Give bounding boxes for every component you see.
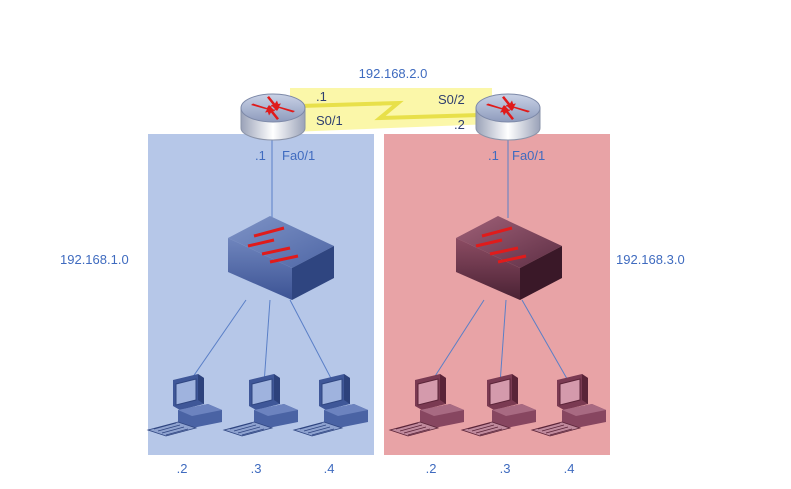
- switch-left-icon: [228, 216, 334, 300]
- lan-left-network-label: 192.168.1.0: [60, 252, 129, 267]
- lan-right-host1-label: .2: [426, 461, 437, 476]
- lan-right-host3-label: .4: [564, 461, 575, 476]
- wan-network-label: 192.168.2.0: [359, 66, 428, 81]
- lan-left-router-port-label: Fa0/1: [282, 148, 315, 163]
- lan-left-host3-label: .4: [324, 461, 335, 476]
- link-right-switch-host1: [429, 299, 485, 385]
- lan-right-network-label: 192.168.3.0: [616, 252, 685, 267]
- lan-left-router-ip-label: .1: [255, 148, 266, 163]
- lan-right-host2-label: .3: [500, 461, 511, 476]
- link-left-switch-host2: [263, 299, 271, 385]
- lan-right-router-ip-label: .1: [488, 148, 499, 163]
- lan-right-router-port-label: Fa0/1: [512, 148, 545, 163]
- router-left-icon: [240, 93, 306, 141]
- link-right-switch-host2: [499, 299, 507, 385]
- router-right-icon: [475, 93, 541, 141]
- switch-right-icon: [456, 216, 562, 300]
- wan-right-port-label: S0/2: [438, 92, 465, 107]
- link-left-switch-host3: [289, 299, 335, 385]
- lan-left-host2-label: .3: [251, 461, 262, 476]
- lan-left-host1-label: .2: [177, 461, 188, 476]
- wan-left-ip-label: .1: [316, 89, 327, 104]
- serial-link-zigzag: [299, 100, 481, 121]
- wan-right-ip-label: .2: [454, 117, 465, 132]
- link-right-switch-host3: [521, 299, 571, 385]
- wan-left-port-label: S0/1: [316, 113, 343, 128]
- link-left-switch-host1: [187, 299, 247, 385]
